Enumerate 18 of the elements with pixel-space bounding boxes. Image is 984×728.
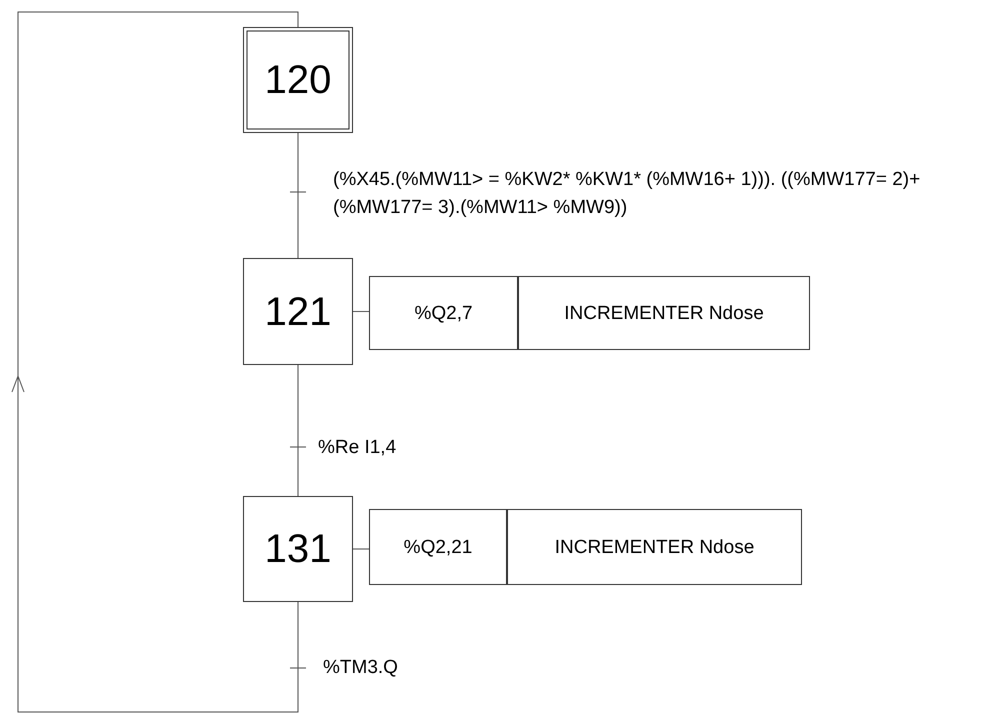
action-text: INCREMENTER Ndose	[554, 538, 754, 556]
action-text: INCREMENTER Ndose	[564, 304, 764, 322]
step-box	[243, 258, 353, 365]
action-text: %Q2,21	[404, 538, 472, 556]
step-number: 131	[264, 529, 332, 569]
action-link	[352, 548, 370, 550]
action-box	[369, 509, 507, 585]
action-box	[369, 276, 518, 350]
action-box	[518, 276, 810, 350]
transition-link	[290, 132, 306, 258]
transition-link	[290, 364, 306, 496]
action-box	[507, 509, 802, 585]
step-number: 121	[264, 292, 332, 332]
step-box	[243, 496, 353, 602]
action-link	[352, 311, 370, 312]
action-text: %Q2,7	[414, 304, 473, 322]
transition-link	[12, 12, 306, 712]
step-number: 120	[264, 60, 332, 100]
